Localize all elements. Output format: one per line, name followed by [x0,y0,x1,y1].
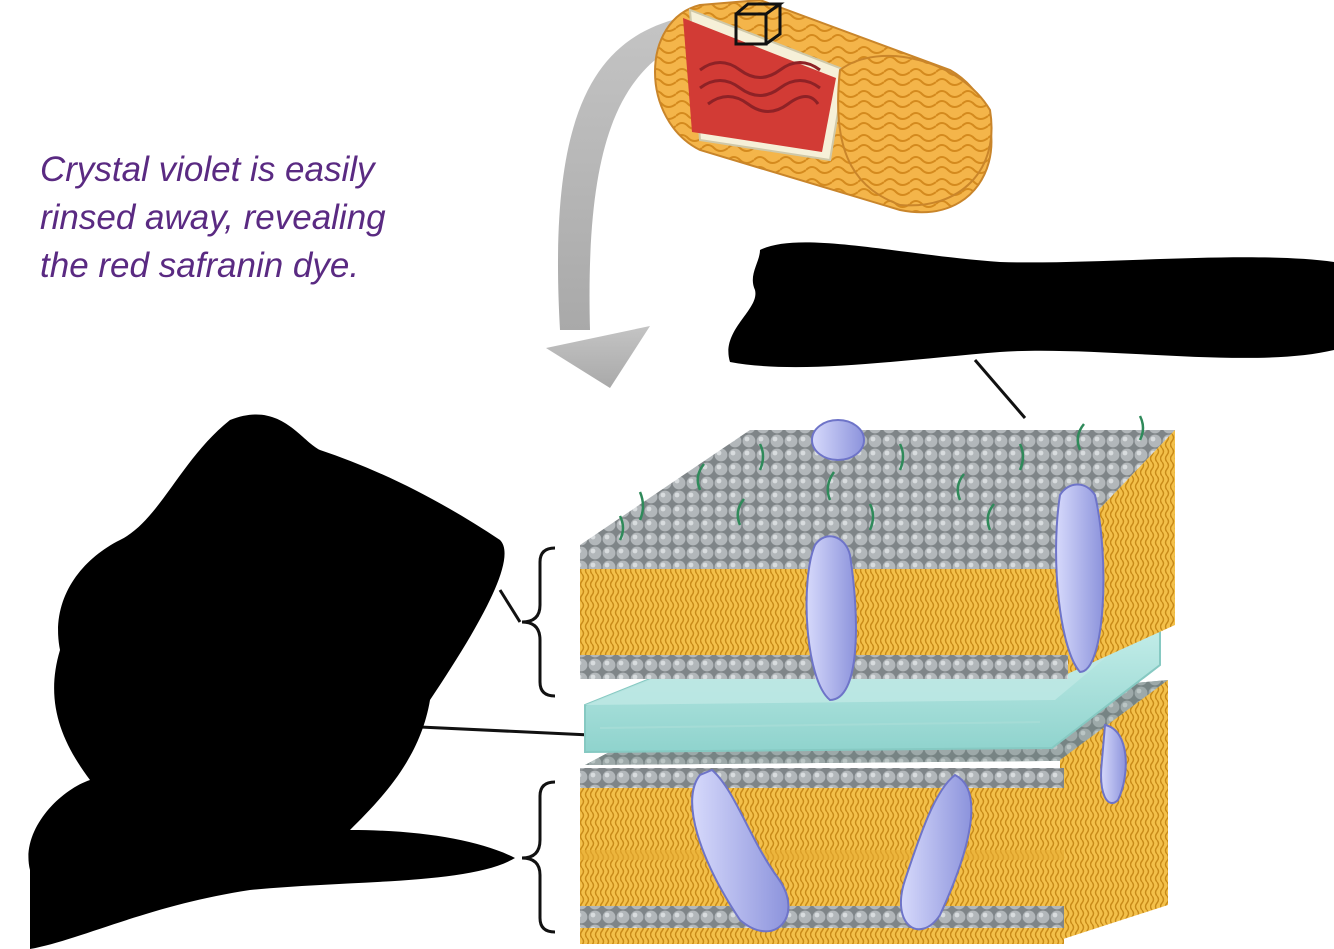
caption-line-3: the red safranin dye. [40,246,360,285]
caption-line-1: Crystal violet is easily [40,150,375,189]
cube-outline-icon [734,2,785,46]
caption-text: Crystal violet is easily rinsed away, re… [40,146,500,290]
bracket-lower [521,780,556,934]
bacterium-cell [654,0,993,214]
outer-membrane [580,415,1175,702]
leader-lines [419,359,1027,737]
redaction-left [28,414,516,949]
caption-line-2: rinsed away, revealing [40,198,386,237]
redaction-top-right [728,242,1334,368]
bracket-upper [521,546,556,698]
curved-arrow-icon [546,18,690,388]
